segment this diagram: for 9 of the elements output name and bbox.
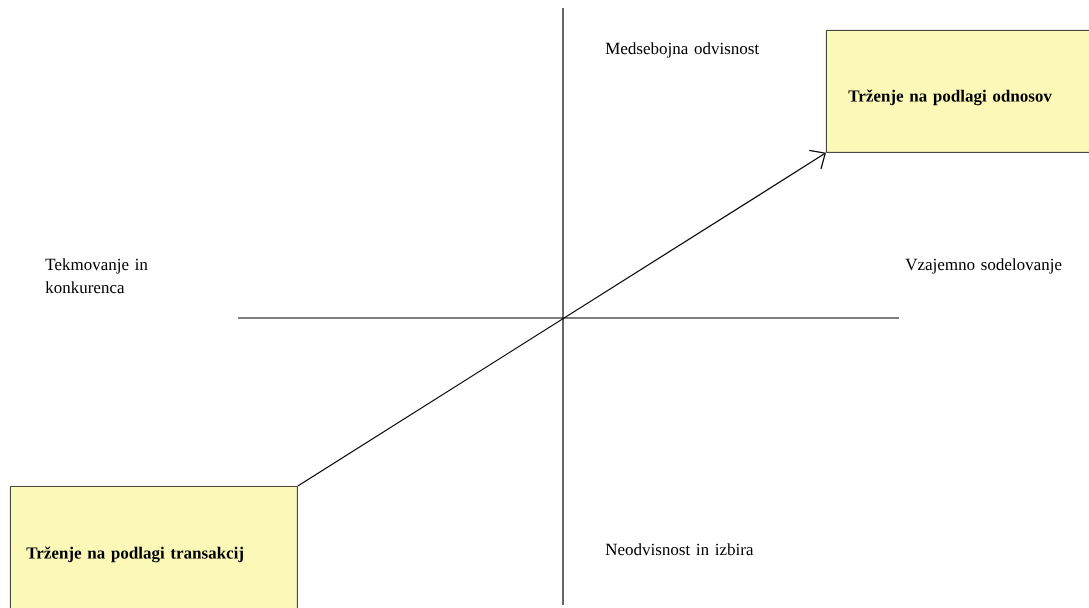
concept-box <box>10 486 298 608</box>
concept-box <box>826 30 1089 153</box>
concept-text: Trženje na podlagi odnosov <box>848 89 1052 106</box>
axis-label: Medsebojna odvisnost <box>605 42 760 58</box>
arrow <box>297 149 826 487</box>
axis-label: Vzajemno sodelovanje <box>905 258 1062 274</box>
concept-text: Trženje na podlagi transakcij <box>26 546 243 563</box>
axis-label: Tekmovanje in konkurenca <box>45 258 148 294</box>
axis-label: Neodvisnost in izbira <box>605 543 754 556</box>
